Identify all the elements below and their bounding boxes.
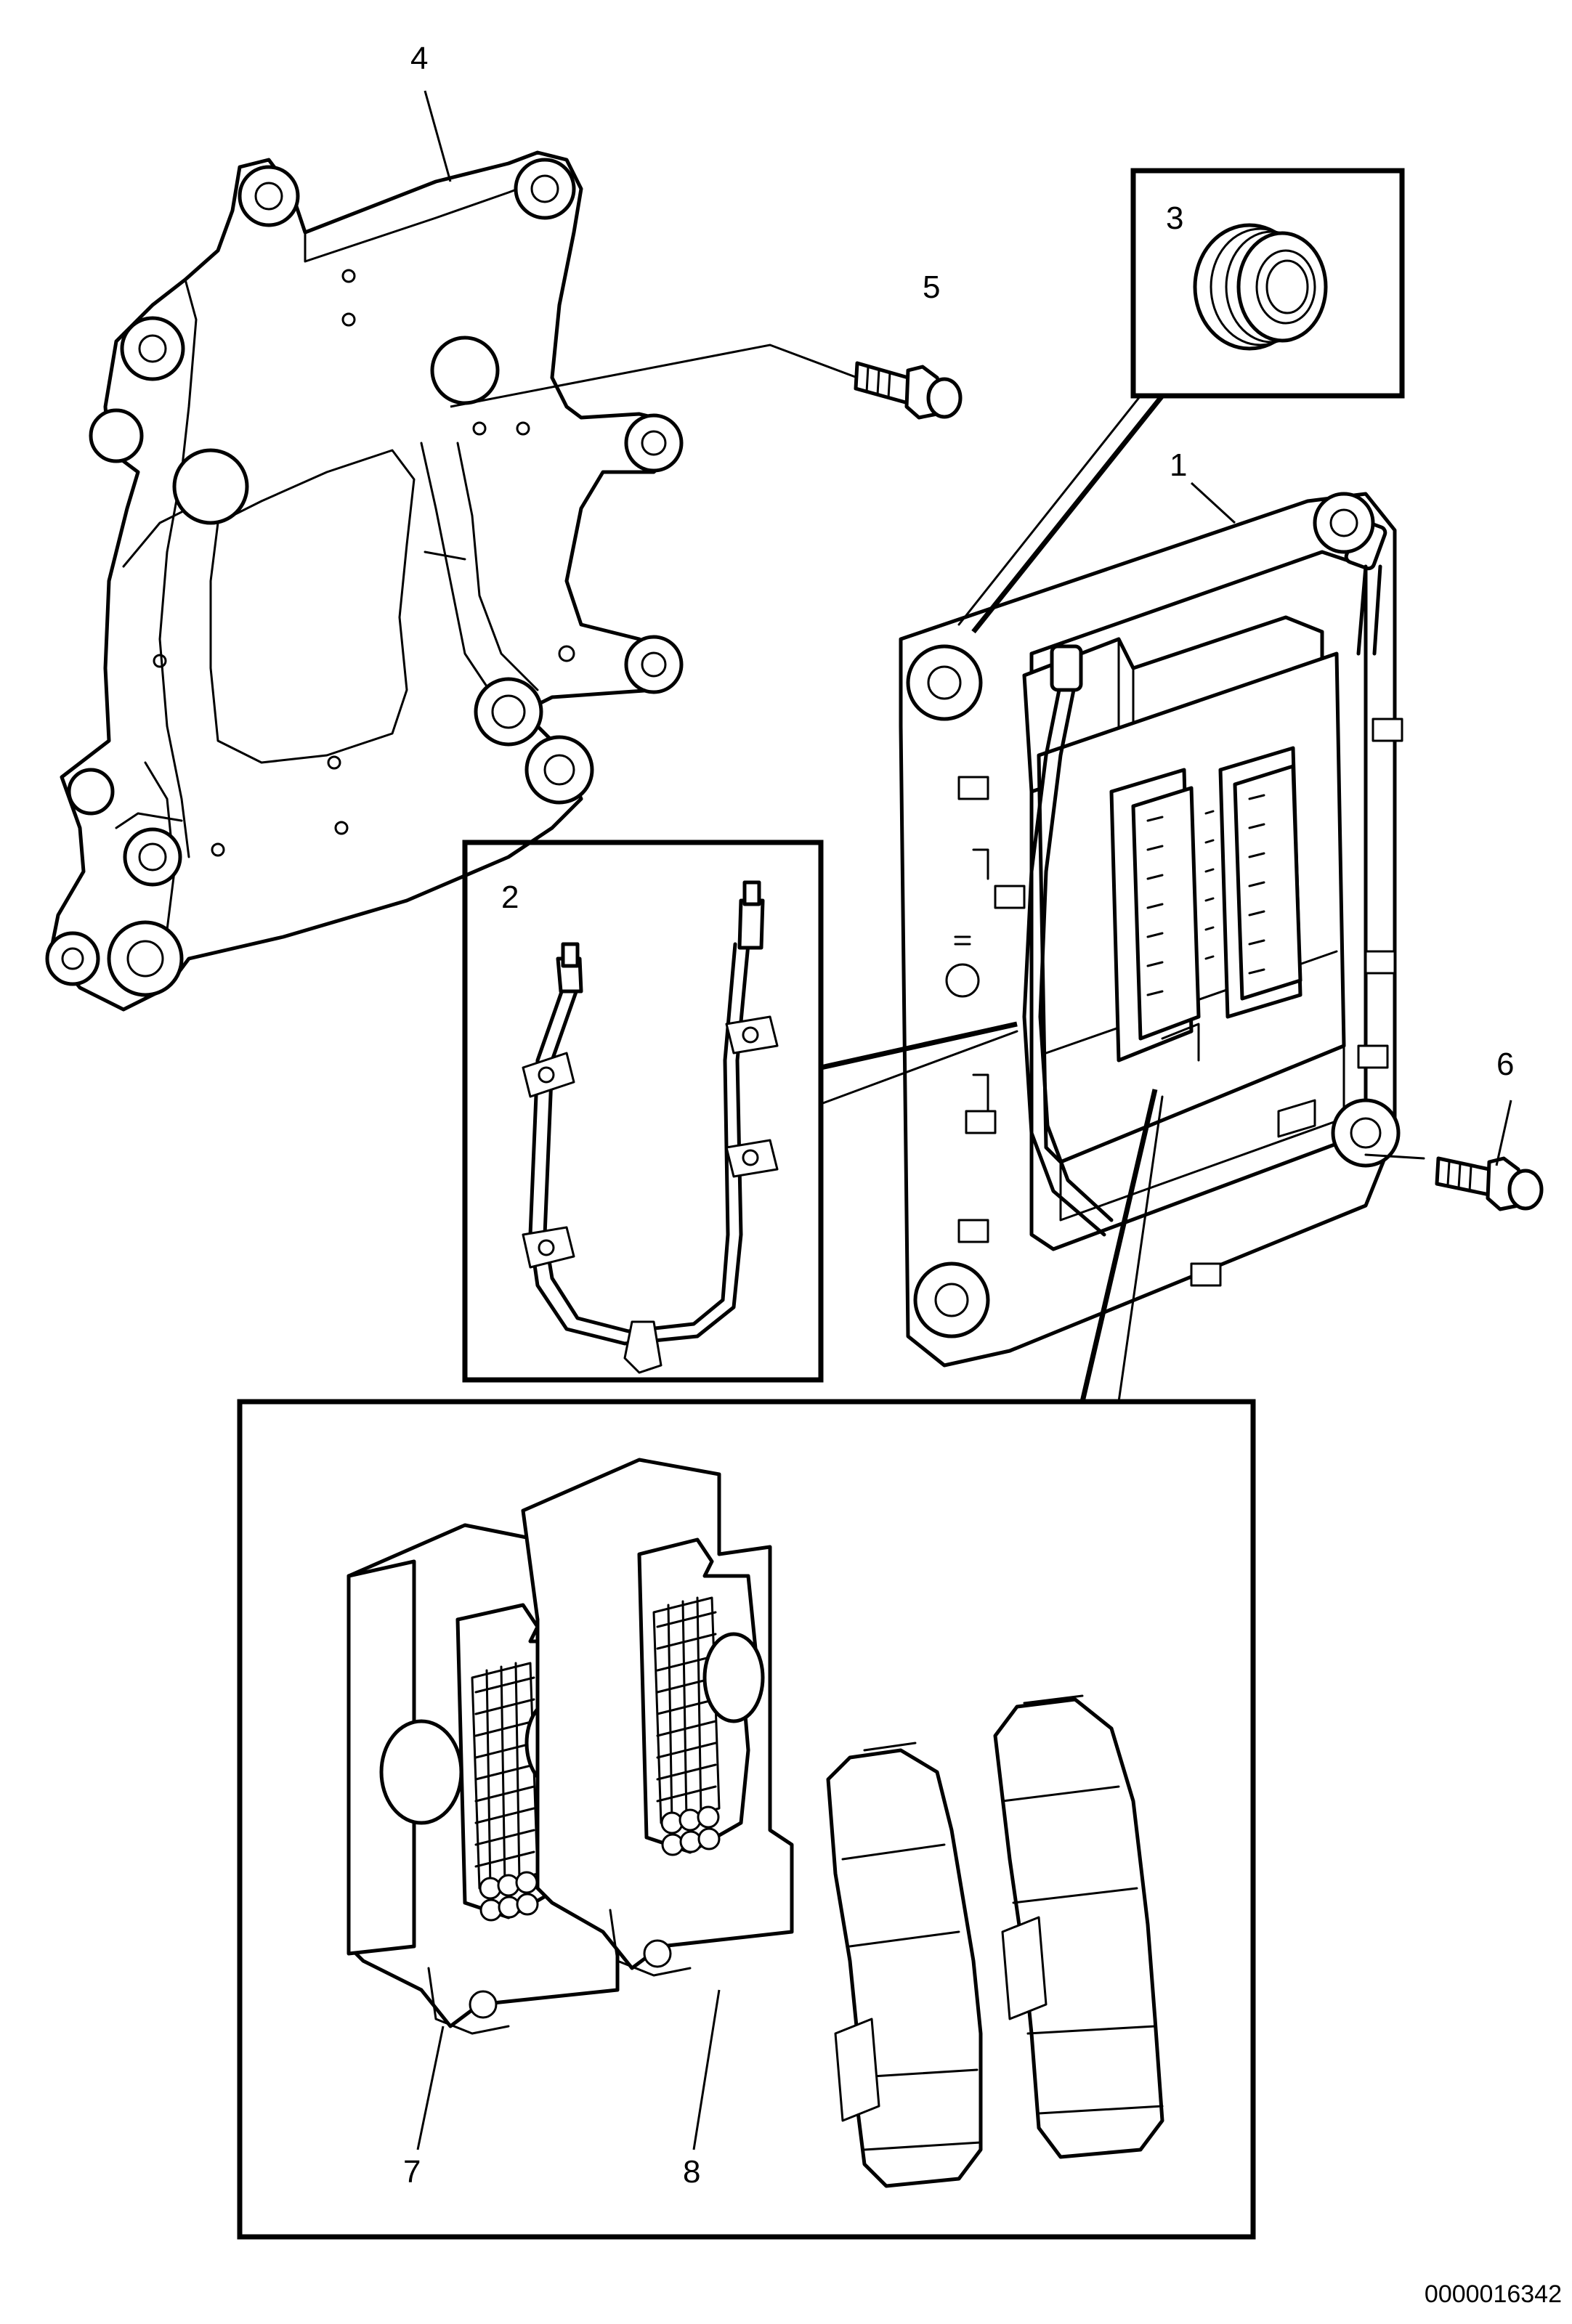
callout-6: 6 xyxy=(1496,1047,1514,1082)
callout-8: 8 xyxy=(683,2154,700,2190)
connector-boot-left xyxy=(826,1742,983,2188)
grommet-leader-outer xyxy=(957,394,1142,626)
cooling-tube-part-2 xyxy=(462,840,824,1383)
callout-3: 3 xyxy=(1166,200,1183,236)
connector-part-8 xyxy=(521,1458,794,1977)
bolt-part-6 xyxy=(1364,1153,1544,1211)
leader-7 xyxy=(416,2026,445,2150)
grommet-leader xyxy=(971,394,1164,634)
callout-5: 5 xyxy=(923,269,940,305)
callout-7: 7 xyxy=(403,2154,421,2190)
tube-leader xyxy=(820,1021,1018,1070)
connector-leader xyxy=(1079,1089,1158,1402)
document-id: 0000016342 xyxy=(1425,2280,1562,2308)
ecu-part-1 xyxy=(899,492,1403,1368)
tube-leader-lower xyxy=(819,1030,1018,1105)
leader-1 xyxy=(1190,482,1236,524)
connector-8-pin-grid xyxy=(656,1596,717,1824)
connector-boot-right xyxy=(993,1694,1164,2159)
callout-1: 1 xyxy=(1170,447,1187,483)
connector-detail-box xyxy=(237,1089,1256,2240)
leader-6 xyxy=(1495,1100,1512,1166)
connector-leader-2 xyxy=(1117,1095,1164,1403)
callout-4: 4 xyxy=(410,41,428,76)
leader-8 xyxy=(692,1989,721,2150)
bolt-part-5 xyxy=(854,361,963,420)
bolt-5-leader xyxy=(450,344,858,408)
grommet-part-3 xyxy=(1130,168,1405,399)
ecu-side-bolts xyxy=(957,718,1403,1287)
connector-7-pin-grid xyxy=(474,1662,535,1890)
callout-2: 2 xyxy=(501,879,519,915)
connector-pins xyxy=(1146,794,1265,996)
leader-4 xyxy=(424,90,452,182)
bracket-part-4 xyxy=(45,150,684,1012)
